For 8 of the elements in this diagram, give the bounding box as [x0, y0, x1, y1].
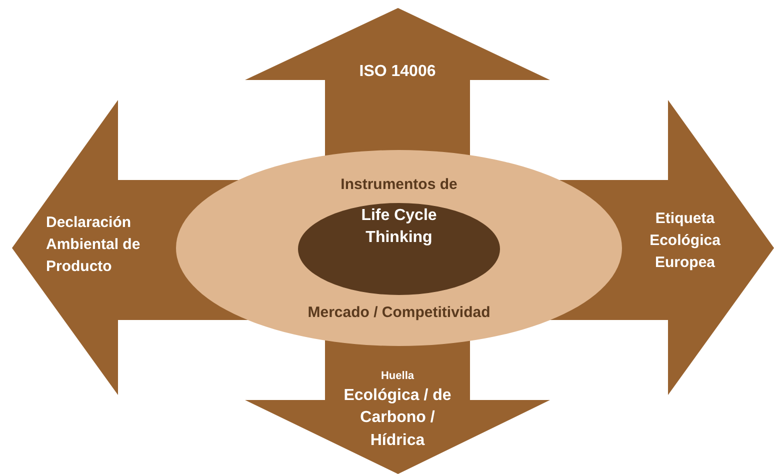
node-label: Etiqueta Ecológica Europea: [648, 209, 722, 272]
node-label: Ecológica / de Carbono / Hídrica: [342, 386, 452, 451]
node-label: Life Cycle Thinking: [360, 206, 438, 248]
node-label: Declaración Ambiental de Producto: [46, 213, 142, 276]
node-label: Mercado / Competitividad: [306, 303, 492, 323]
node-label: ISO 14006: [358, 62, 437, 82]
node-label: Instrumentos de: [340, 175, 458, 195]
small-label: Huella: [380, 369, 415, 384]
